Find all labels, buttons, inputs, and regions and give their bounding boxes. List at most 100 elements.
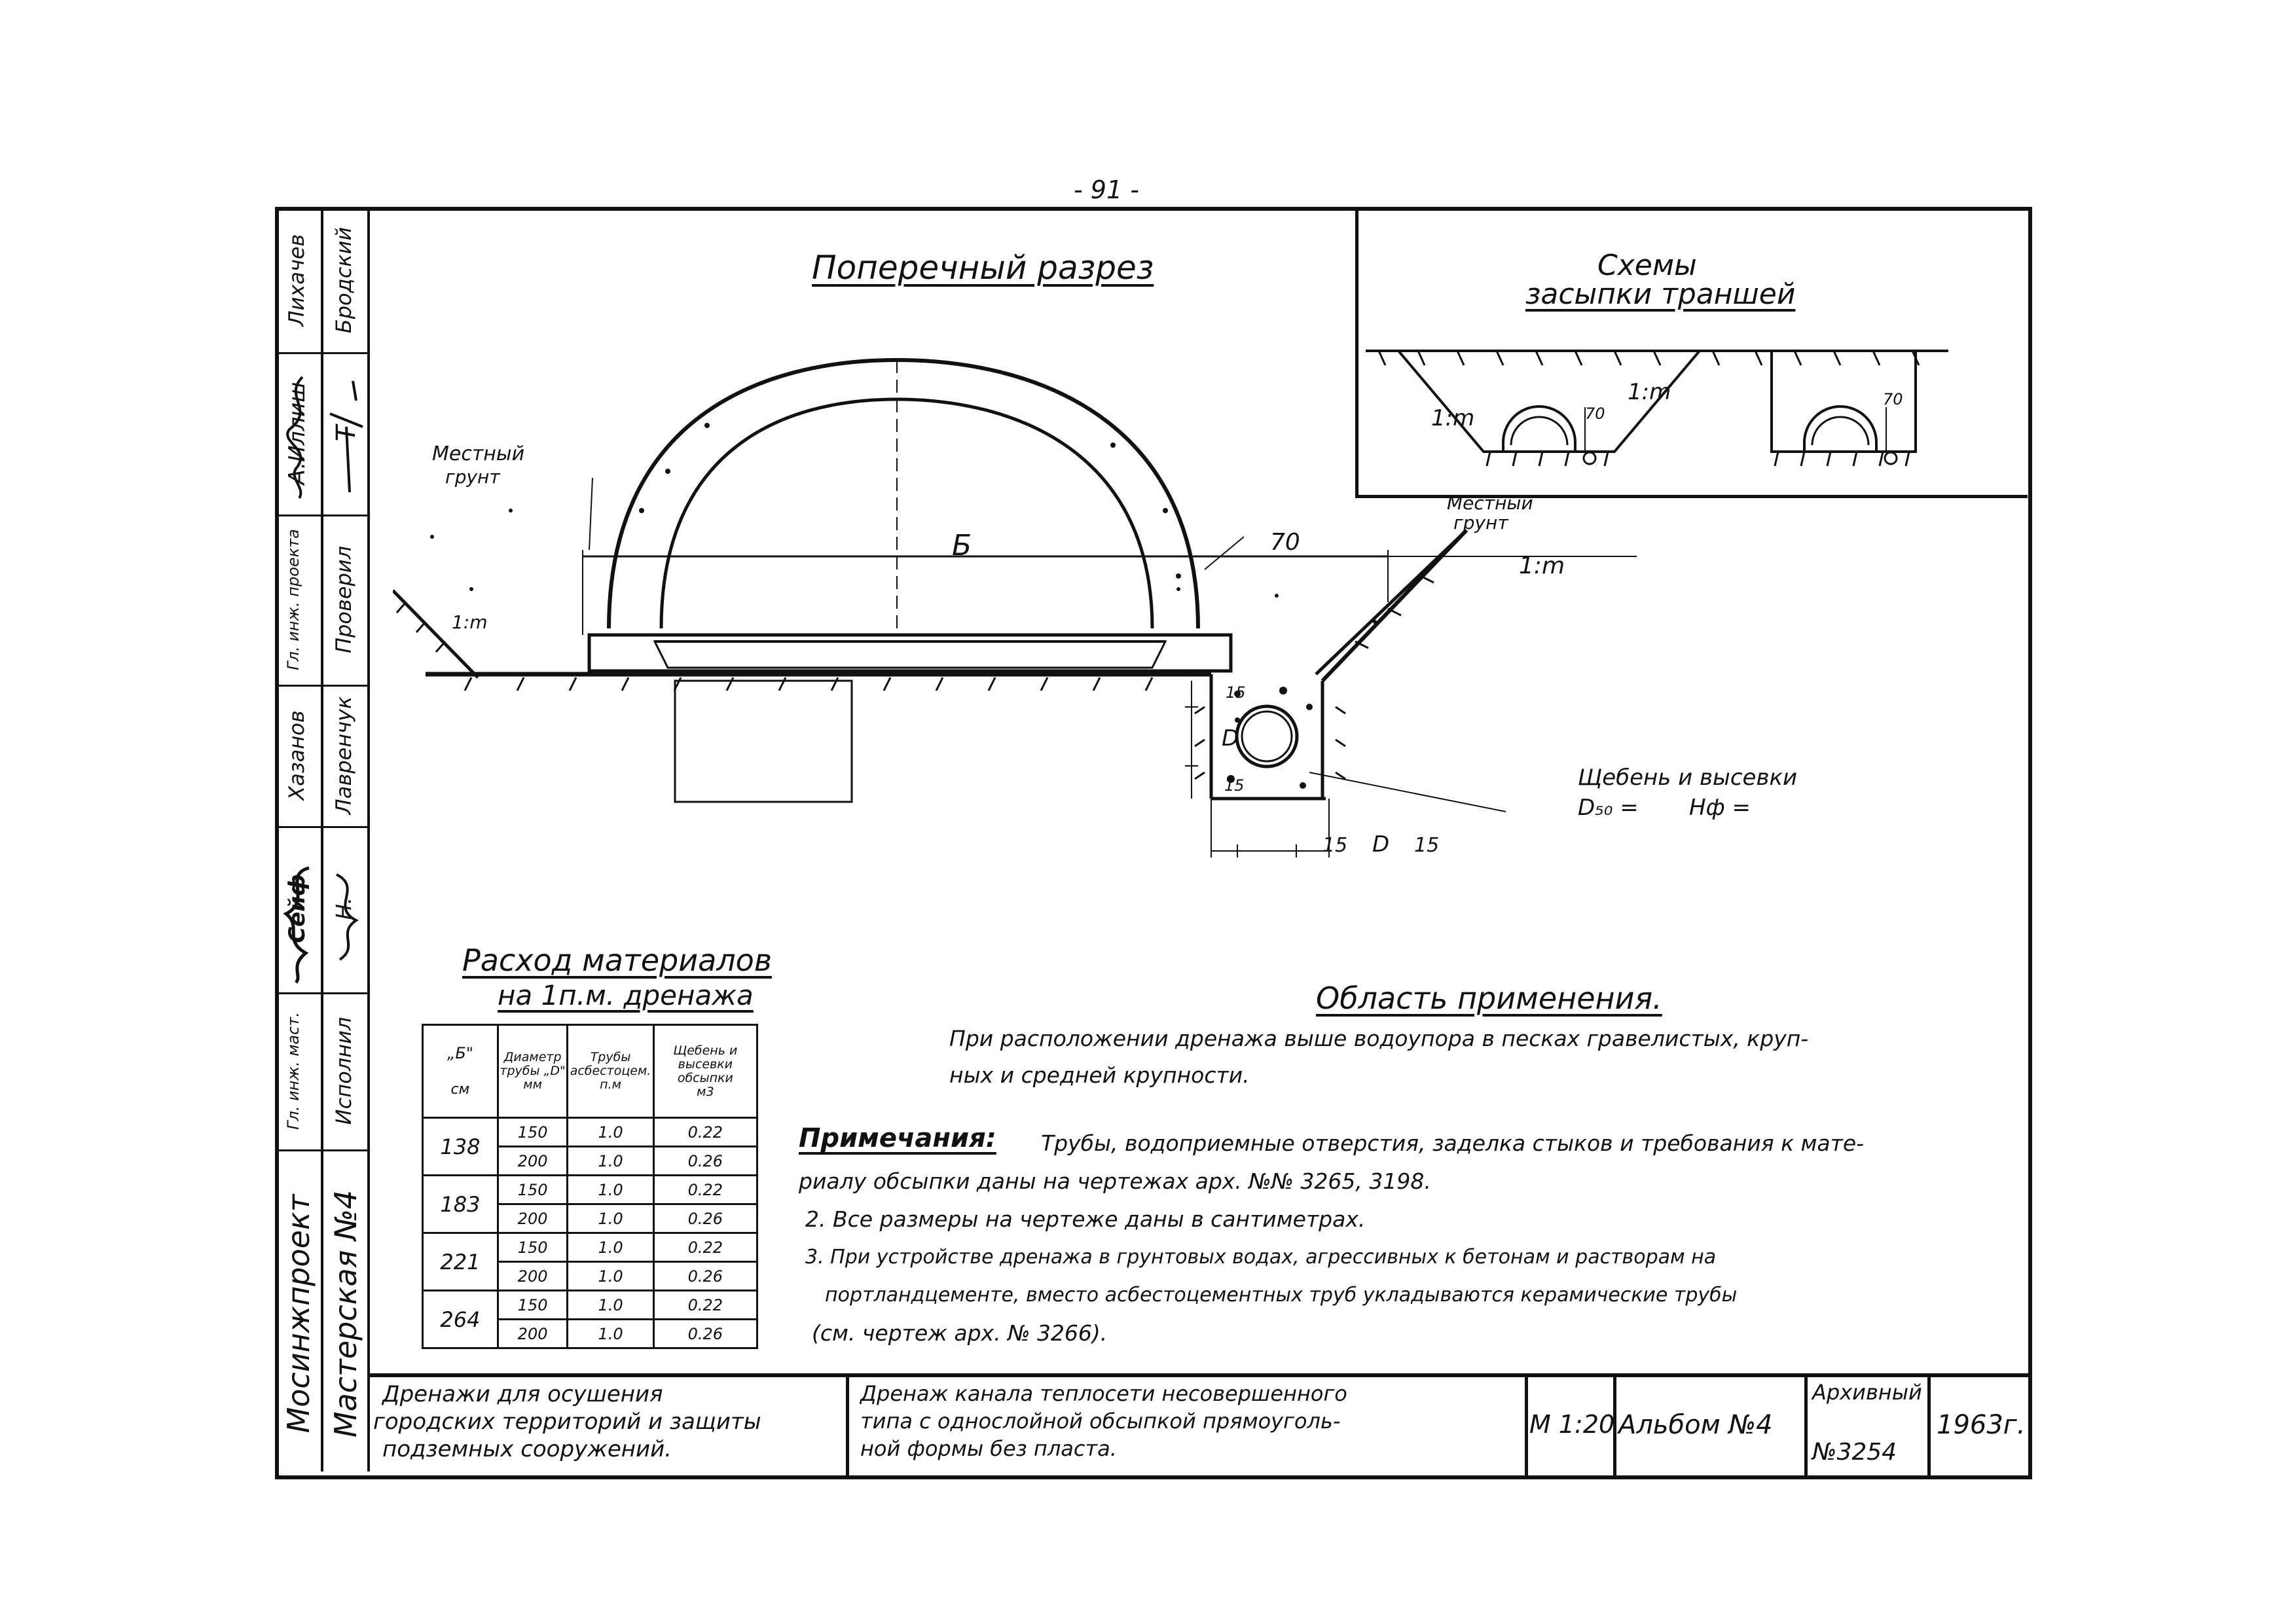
notes-line2: риалу обсыпки даны на чертежах арх. №№ 3… [799,1168,1431,1194]
signature-3 [329,380,363,493]
svg-text:70: 70 [1883,390,1903,408]
notes-line4: 3. При устройстве дренажа в грунтовых во… [805,1246,1717,1269]
cell-stone: 0.26 [652,1146,759,1176]
sidebar-cell: Мастерская №4 [328,1189,363,1438]
cell-b: 221 [422,1232,499,1291]
application-line1: При расположении дренажа выше водоупора … [949,1026,1809,1051]
title-cell2-line1: Дренаж канала теплосети несовершенного [860,1381,1347,1406]
cell-d: 200 [496,1318,569,1349]
dim-b-label: Б [952,529,972,562]
hf-label: Нф = [1689,795,1751,821]
cell-stone: 0.22 [652,1232,759,1263]
signature-2 [283,866,310,984]
header-d: Диаметр трубы „D" [500,1050,566,1078]
sidebar-stamp: Лихачев A.Иллиш Гл. инж. проекта Хазанов… [275,207,370,1471]
dim-15-bottom-left: 15 [1322,834,1348,857]
cell-d: 150 [496,1290,569,1320]
cell-pipe: 1.0 [566,1174,655,1205]
notes-line5: портландцементе, вместо асбестоцементных… [825,1284,1738,1307]
notes-line6: (см. чертеж арх. № 3266). [812,1320,1108,1346]
sidebar-cell: Гл. инж. маст. [284,1012,302,1130]
signature-1 [286,376,304,499]
cell-d: 200 [496,1261,569,1291]
cell-d: 150 [496,1174,569,1205]
cell-stone: 0.22 [652,1174,759,1205]
archive-label: Архивный [1812,1380,1922,1405]
drawing-frame [275,207,2032,1479]
cell-pipe: 1.0 [566,1203,655,1234]
sidebar-cell: Исполнил [331,1017,356,1125]
cell-stone: 0.26 [652,1203,759,1234]
sidebar-cell: Гл. инж. проекта [284,529,302,670]
schemes-title-line1: Схемы [1597,249,1697,282]
header-d-unit: мм [523,1077,542,1092]
header-b-unit: см [450,1081,470,1098]
cell-stone: 0.26 [652,1261,759,1291]
header-crushed-unit: м3 [697,1084,714,1099]
title-block: Дренажи для осушения городских территори… [369,1373,2028,1475]
album-label: Альбом №4 [1618,1410,1773,1440]
signature-4 [336,873,359,961]
cell-d: 200 [496,1203,569,1234]
dim-d-vertical: D [1222,725,1239,751]
cell-pipe: 1.0 [566,1146,655,1176]
sidebar-cell: Лавренчук [331,696,356,815]
application-line2: ных и средней крупности. [949,1062,1250,1088]
notes-heading: Примечания: [799,1123,996,1153]
local-soil-right-1: Местный [1447,492,1533,514]
cross-section-title: Поперечный разрез [812,249,1154,287]
cell-d: 150 [496,1117,569,1147]
dim-d-bottom: D [1372,831,1390,857]
scale-label: М 1:20 [1529,1410,1615,1439]
dim-15-top: 15 [1226,683,1246,702]
local-soil-left-2: грунт [445,466,500,488]
application-title: Область применения. [1316,981,1662,1016]
header-crushed: Щебень и высевки обсыпки [673,1043,738,1085]
header-b: „Б" [446,1043,473,1062]
dim-15-side: 15 [1224,776,1245,795]
sidebar-cell: Бродский [331,226,356,334]
cell-pipe: 1.0 [566,1117,655,1147]
crushed-stone-label: Щебень и высевки [1578,765,1798,791]
year-label: 1963г. [1937,1410,2026,1440]
title-cell2-line3: ной формы без пласта. [860,1436,1117,1461]
slope-right-label: 1:m [1519,552,1565,579]
sidebar-cell: Лихачев [284,234,309,327]
title-cell1-line2: городских территорий и защиты [373,1409,761,1435]
local-soil-right-2: грунт [1453,512,1508,533]
cell-pipe: 1.0 [566,1232,655,1263]
materials-title-2: на 1п.м. дренажа [498,979,754,1011]
dim-15-bottom-right: 15 [1414,834,1440,857]
page-number: - 91 - [1074,175,1139,204]
d50-label: D₅₀ = [1578,795,1639,821]
cell-d: 150 [496,1232,569,1263]
notes-line1: Трубы, водоприемные отверстия, заделка с… [1041,1130,1865,1156]
sidebar-cell: Проверил [331,545,356,654]
schemes-drawing: 70 1:m 1:m 70 [1366,350,1948,467]
cell-stone: 0.22 [652,1290,759,1320]
cell-pipe: 1.0 [566,1290,655,1320]
cell-b: 183 [422,1174,499,1234]
title-cell1-line1: Дренажи для осушения [382,1381,663,1407]
cross-section-drawing [393,357,1637,857]
svg-text:1:m: 1:m [1628,379,1671,405]
cell-pipe: 1.0 [566,1318,655,1349]
local-soil-left-1: Местный [432,442,525,465]
notes-line3: 2. Все размеры на чертеже даны в сантиме… [805,1206,1366,1232]
cell-pipe: 1.0 [566,1261,655,1291]
sidebar-cell: Хазанов [284,710,309,801]
dim-70-label: 70 [1270,529,1300,556]
slope-left-label: 1:m [452,611,488,633]
materials-title-1: Расход материалов [462,943,772,978]
cell-d: 200 [496,1146,569,1176]
schemes-panel [1355,207,2028,498]
sidebar-cell: Мосинжпроект [281,1194,316,1434]
materials-table: „Б"см Диаметр трубы „D"мм Трубы асбестоц… [422,1024,759,1349]
title-cell1-line3: подземных сооружений. [382,1436,672,1462]
cell-stone: 0.26 [652,1318,759,1349]
cell-b: 138 [422,1117,499,1176]
svg-text:1:m: 1:m [1431,405,1474,431]
archive-number: №3254 [1812,1439,1897,1466]
cell-stone: 0.22 [652,1117,759,1147]
cell-b: 264 [422,1290,499,1349]
